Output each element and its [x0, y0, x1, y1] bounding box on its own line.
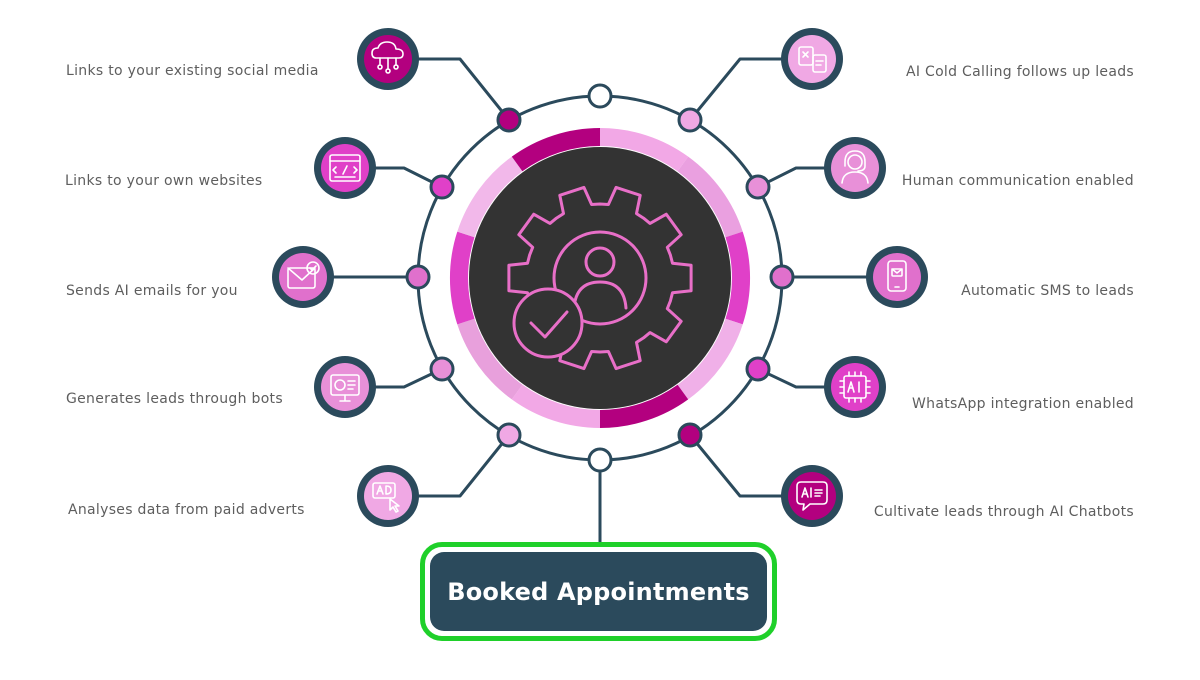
ring-segment	[725, 231, 751, 325]
ring-dots	[405, 107, 795, 448]
node-fill	[321, 144, 369, 192]
feature-label-websites: Links to your own websites	[65, 173, 263, 189]
feature-label-bots: Generates leads through bots	[66, 391, 283, 407]
feature-node	[357, 28, 419, 90]
bot-monitor-icon	[330, 374, 360, 402]
feature-label-whatsapp: WhatsApp integration enabled	[912, 396, 1134, 412]
feature-label-human-communication: Human communication enabled	[901, 173, 1134, 189]
segment-ring	[449, 127, 751, 429]
booked-appointments-inner: Booked Appointments	[430, 552, 767, 631]
booked-appointments-label: Booked Appointments	[447, 577, 750, 606]
ring-dot	[745, 356, 771, 382]
top-ring-node	[587, 83, 613, 109]
ring-segment	[511, 127, 600, 172]
sms-phone-icon	[887, 260, 907, 292]
ring-dot	[745, 174, 771, 200]
feature-node	[272, 246, 334, 308]
ad-click-icon	[372, 482, 400, 513]
feature-label-paid-adverts: Analyses data from paid adverts	[68, 502, 305, 518]
feature-label-cold-calling: AI Cold Calling follows up leads	[905, 64, 1134, 80]
feature-label-chatbots: Cultivate leads through AI Chatbots	[873, 504, 1134, 520]
gear-user-check-icon	[507, 185, 693, 371]
ring-segment	[600, 127, 689, 172]
feature-node	[824, 137, 886, 199]
node-fill	[873, 253, 921, 301]
code-window-icon	[329, 154, 361, 182]
node-fill	[279, 253, 327, 301]
ai-chip-icon	[839, 371, 871, 403]
ring-dot	[429, 356, 455, 382]
ring-dot	[496, 422, 522, 448]
feature-label-sms: Automatic SMS to leads	[961, 283, 1134, 299]
ring-segment	[457, 318, 523, 400]
node-fill	[788, 472, 836, 520]
bottom-ring-node	[587, 447, 613, 473]
ring-dot	[769, 264, 795, 290]
feature-nodes	[272, 28, 928, 527]
ring-segment	[511, 384, 600, 429]
ring-dot	[677, 107, 703, 133]
ring-segment	[600, 384, 689, 429]
feature-node	[824, 356, 886, 418]
ring-dot	[429, 174, 455, 200]
ring-segment	[677, 318, 743, 400]
headset-agent-icon	[841, 150, 869, 184]
ring-segment	[677, 156, 743, 238]
feature-node	[357, 465, 419, 527]
feature-label-social-media: Links to your existing social media	[66, 63, 319, 79]
email-check-icon	[287, 261, 320, 289]
node-fill	[831, 363, 879, 411]
ring-segment	[457, 156, 523, 238]
node-fill	[364, 472, 412, 520]
feature-node	[314, 356, 376, 418]
feature-node	[781, 28, 843, 90]
ai-chat-bubble-icon	[796, 481, 828, 511]
phone-call-icon	[798, 46, 827, 73]
ring-segment	[449, 231, 475, 325]
feature-node	[314, 137, 376, 199]
ring-dot	[405, 264, 431, 290]
feature-node	[866, 246, 928, 308]
node-fill	[788, 35, 836, 83]
feature-node	[781, 465, 843, 527]
ring-dot	[677, 422, 703, 448]
ring-dot	[496, 107, 522, 133]
cloud-network-icon	[371, 41, 404, 74]
feature-label-ai-emails: Sends AI emails for you	[66, 283, 238, 299]
booked-appointments-box: Booked Appointments	[420, 542, 777, 641]
